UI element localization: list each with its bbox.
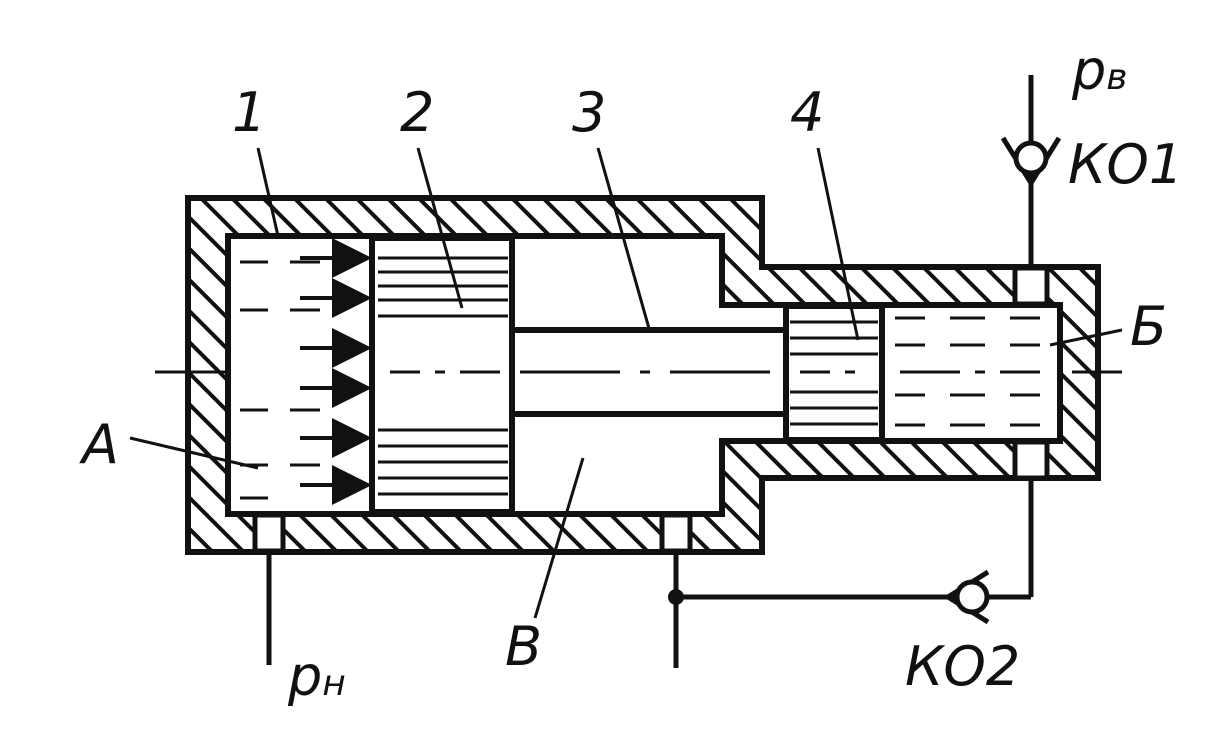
label-chamber-a: А [82, 413, 119, 476]
label-pressure-high-sub: в [1106, 57, 1128, 98]
label-valve-2: КО2 [905, 635, 1021, 698]
label-pressure-high: pв [1072, 44, 1128, 98]
label-part-3: 3 [572, 81, 607, 144]
label-pressure-high-main: p [1072, 39, 1107, 102]
label-pressure-low: pн [288, 650, 346, 704]
large-piston [369, 235, 515, 515]
pressure-arrows [300, 238, 372, 505]
label-chamber-b: Б [1130, 295, 1168, 358]
chamber-b-liquid [895, 316, 1040, 427]
label-part-2: 2 [400, 81, 435, 144]
label-valve-1: КО1 [1068, 133, 1184, 196]
chamber-a-liquid [240, 260, 320, 500]
label-part-1: 1 [232, 81, 267, 144]
leader-lines [129, 147, 1123, 619]
label-part-4: 4 [790, 81, 825, 144]
check-valve-2 [943, 569, 990, 625]
pipe-junction [668, 589, 684, 605]
label-chamber-v: В [505, 615, 543, 678]
label-pressure-low-main: p [288, 645, 323, 708]
label-pressure-low-sub: н [322, 663, 346, 704]
check-valve-1 [1000, 136, 1062, 188]
